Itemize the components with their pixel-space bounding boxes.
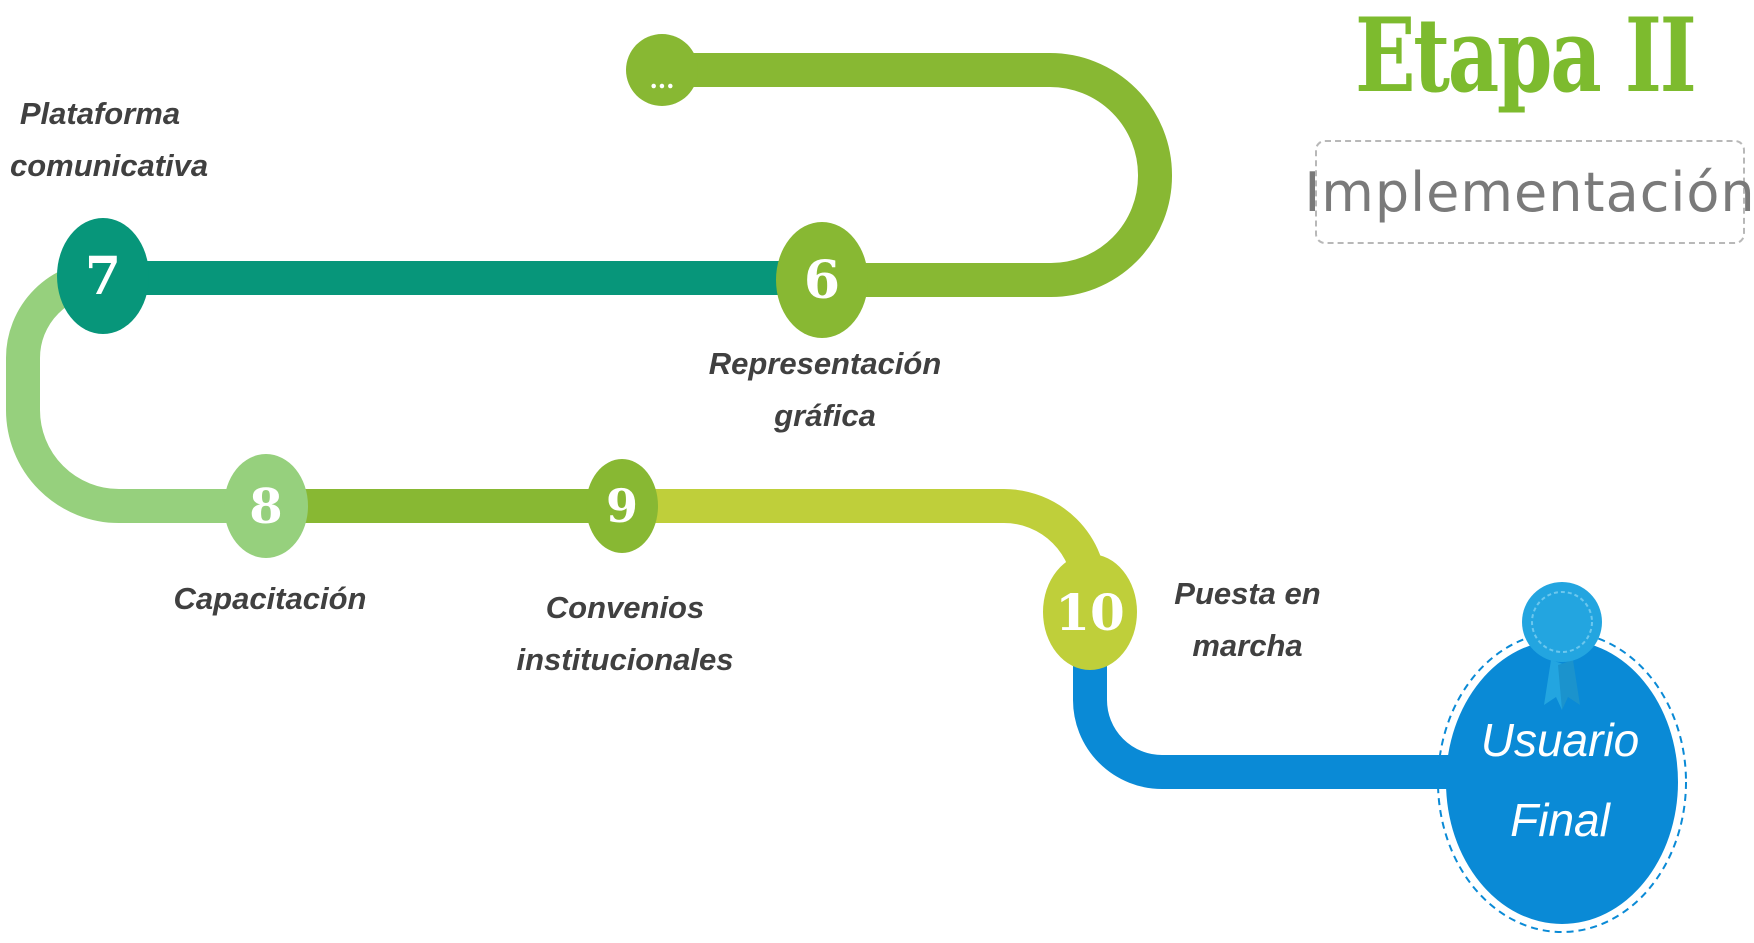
- step-number-6: 6: [804, 250, 840, 311]
- step-node-9: 9: [586, 459, 658, 553]
- step-node-8: 8: [224, 454, 308, 558]
- path-segment-continuation-to-6: [645, 53, 1172, 297]
- step-node-7: 7: [57, 218, 149, 334]
- final-label: Usuario Final: [1480, 714, 1640, 846]
- step-node-continuation: ...: [626, 34, 698, 106]
- step-label-10: Puesta en marcha: [1174, 576, 1321, 663]
- stage-subtitle: Implementación: [1304, 160, 1754, 224]
- path-segment-7-to-8: [6, 261, 265, 523]
- step-label-7: Plataforma comunicativa: [10, 96, 209, 183]
- step-number-9: 9: [606, 479, 638, 533]
- stage-title: Etapa II: [1355, 0, 1697, 116]
- step-number-continuation: ...: [649, 65, 674, 94]
- step-number-10: 10: [1055, 583, 1125, 642]
- subtitle-box: Implementación: [1304, 140, 1754, 244]
- step-label-9: Convenios institucionales: [516, 590, 734, 677]
- award-ribbon-icon: [1522, 582, 1602, 710]
- step-label-6: Representación gráfica: [708, 346, 942, 433]
- step-node-10: 10: [1043, 554, 1137, 670]
- step-number-7: 7: [85, 246, 121, 307]
- step-label-8: Capacitación: [173, 581, 367, 616]
- step-number-8: 8: [249, 479, 282, 535]
- final-destination: [1437, 631, 1687, 933]
- path-segment-10-to-final: [1073, 612, 1450, 789]
- step-node-6: 6: [776, 222, 868, 338]
